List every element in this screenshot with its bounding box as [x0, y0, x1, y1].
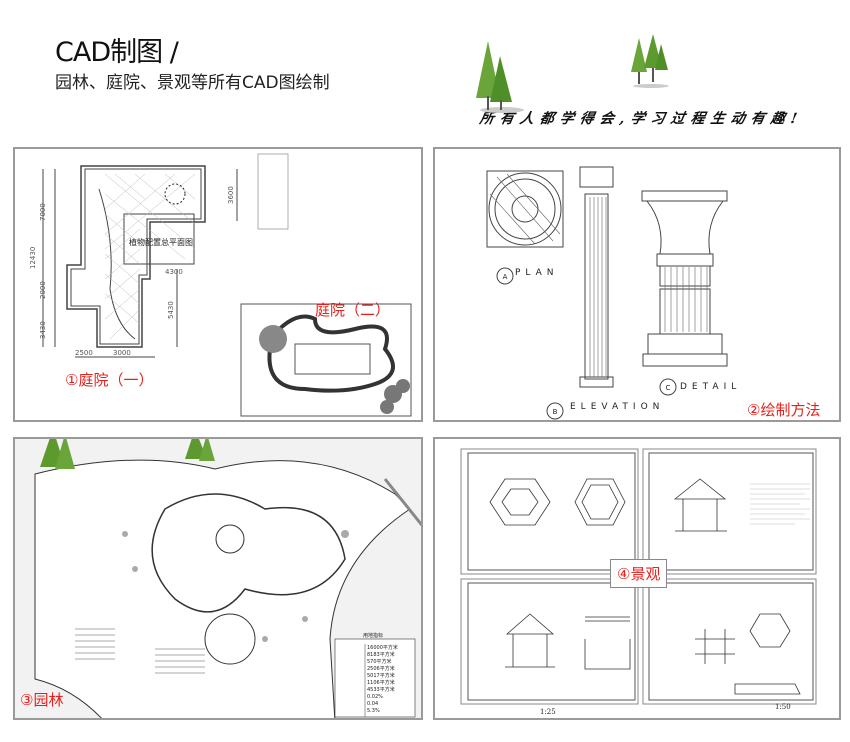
courtyard-plan-drawing: 植物配置总平面图 7000 2000 3430 12430 3600 4300 … — [29, 153, 412, 417]
panel-garden: 用地指标 16000平方米 8183平方米 570平方米 2506平方米 501… — [13, 437, 423, 720]
tree-icon — [40, 439, 215, 469]
courtyard1-label: ①庭院（一） — [65, 371, 154, 389]
panel-courtyard: 植物配置总平面图 7000 2000 3430 12430 3600 4300 … — [13, 147, 423, 422]
scale-label: 1:25 — [540, 708, 556, 716]
table-cell: 0.04 — [367, 701, 378, 707]
plan-label: PLAN — [515, 268, 559, 278]
garden-masterplan-drawing: 用地指标 16000平方米 8183平方米 570平方米 2506平方米 501… — [15, 439, 421, 718]
marker-b: B — [553, 408, 558, 416]
pavilion-drawings: 1:25 1:50 — [460, 448, 817, 716]
table-cell: 8183平方米 — [367, 651, 395, 658]
detail-label: DETAIL — [680, 382, 741, 392]
panel-method: PLAN ELEVATION DETAIL A B C ②绘制方法 — [433, 147, 841, 422]
method-label: ②绘制方法 — [747, 401, 821, 419]
table-cell: 0.02% — [367, 694, 383, 700]
table-cell: 2506平方米 — [367, 665, 395, 672]
dim-label: 2000 — [39, 281, 47, 299]
table-cell: 570平方米 — [367, 658, 392, 665]
table-cell: 4533平方米 — [367, 686, 395, 693]
table-cell: 5.3% — [367, 708, 380, 714]
garden-label: ③园林 — [20, 691, 64, 709]
marker-c: C — [666, 384, 671, 392]
courtyard2-label: 庭院（二） — [315, 301, 391, 319]
tree-icon — [631, 34, 669, 88]
scale-label: 1:50 — [775, 703, 791, 711]
column-detail-drawing: PLAN ELEVATION DETAIL A B C — [486, 166, 741, 420]
marker-a: A — [503, 273, 508, 281]
dim-label: 4300 — [165, 268, 183, 276]
elevation-label: ELEVATION — [570, 402, 664, 412]
dim-label: 12430 — [29, 247, 37, 269]
page-title: CAD制图 / — [55, 37, 179, 68]
table-cell: 5017平方米 — [367, 672, 395, 679]
table-title: 用地指标 — [363, 632, 383, 639]
dim-label: 5430 — [167, 301, 175, 319]
dim-label: 3430 — [39, 321, 47, 339]
tree-icon — [476, 41, 524, 113]
dim-label: 7000 — [39, 203, 47, 221]
dim-label: 2500 — [75, 349, 93, 357]
landscape-label: ④景观 — [610, 559, 668, 588]
panel-landscape: 1:25 1:50 ④景观 — [433, 437, 841, 720]
plan-title: 植物配置总平面图 — [129, 237, 193, 247]
dim-label: 3600 — [227, 186, 235, 204]
page-subtitle: 园林、庭院、景观等所有CAD图绘制 — [55, 73, 330, 93]
table-cell: 16000平方米 — [367, 644, 398, 651]
table-cell: 1106平方米 — [367, 679, 395, 686]
dim-label: 3000 — [113, 349, 131, 357]
